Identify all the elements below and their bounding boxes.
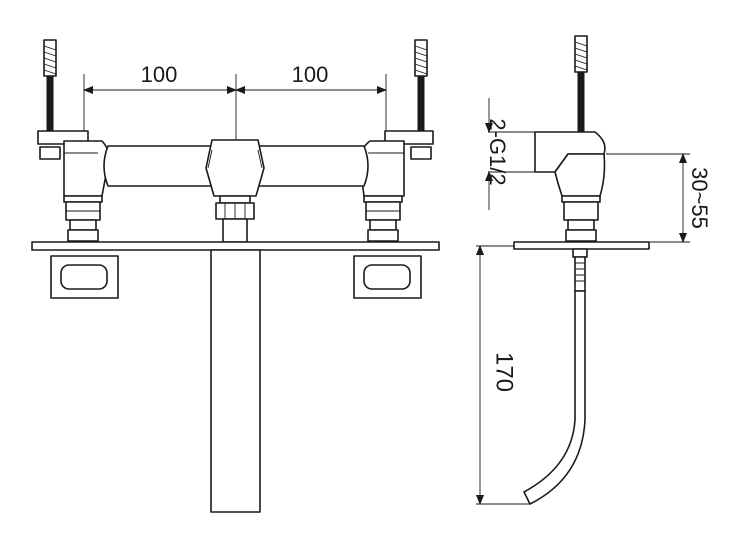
- left-valve-body: [63, 140, 110, 242]
- deck-thickness-label: 30~55: [687, 167, 712, 229]
- tail-length-label: 170: [491, 352, 518, 392]
- side-valve-body: [534, 131, 606, 242]
- center-connector: [215, 195, 255, 243]
- left-mounting-nut: [50, 255, 119, 299]
- spacing-right-label: 100: [292, 62, 329, 87]
- deck-thickness-dimension: 30~55: [606, 153, 712, 243]
- left-threaded-rod: [39, 39, 61, 160]
- spout-tail: [210, 249, 261, 513]
- side-deck-plate: [513, 241, 650, 250]
- side-hose-tail: [523, 248, 588, 505]
- right-threaded-rod: [410, 39, 432, 160]
- spacing-left-label: 100: [141, 62, 178, 87]
- right-valve-body: [358, 140, 405, 242]
- tail-length-dimension: 170: [476, 245, 530, 505]
- side-view: 2-G1/2 30~55 170: [476, 35, 712, 505]
- deck-plate: [31, 241, 440, 251]
- front-view: 100 100: [31, 39, 440, 513]
- bridge-arm: [103, 139, 369, 197]
- connection-label: 2-G1/2: [485, 118, 510, 185]
- connection-dimension: 2-G1/2: [485, 98, 574, 210]
- spacing-dimension: 100 100: [83, 62, 387, 140]
- right-mounting-nut: [353, 255, 422, 299]
